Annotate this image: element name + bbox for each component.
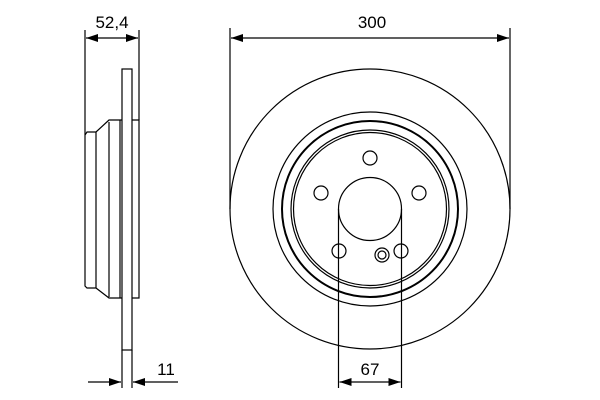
bolt-hole bbox=[362, 150, 378, 166]
hub-height-label: 52,4 bbox=[95, 13, 128, 32]
outer-disc-circle bbox=[229, 68, 511, 350]
hub-profile bbox=[84, 119, 122, 299]
thickness-label: 11 bbox=[157, 360, 175, 379]
center-bore bbox=[337, 176, 403, 242]
front-view: 300 67 bbox=[229, 13, 511, 388]
hub-flange-right bbox=[132, 119, 140, 299]
side-view: 52,4 11 bbox=[84, 13, 178, 388]
bolt-hole bbox=[313, 185, 329, 201]
outer-diameter-label: 300 bbox=[358, 13, 386, 32]
center-bore-label: 67 bbox=[361, 360, 380, 379]
disc-plate-profile bbox=[121, 68, 133, 351]
bolt-hole bbox=[411, 185, 427, 201]
locating-hole bbox=[374, 247, 390, 263]
